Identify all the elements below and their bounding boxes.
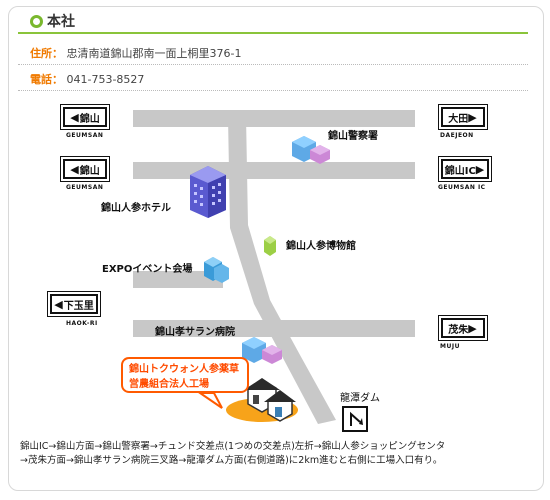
sign-hagori: ◀ 下玉里 <box>50 294 98 314</box>
directions-line2: →茂朱方面→錦山孝サラン病院三叉路→龍潭ダム方面(右側道路)に2km進むと右側に… <box>20 455 443 466</box>
directions-line1: 錦山IC→錦山方面→錦山警察署→チュンド交差点(1つめの交差点)左折→錦山人参シ… <box>20 441 446 452</box>
label-hospital: 錦山孝サラン病院 <box>155 327 235 338</box>
arrow-right-icon: ▶ <box>468 321 477 335</box>
arrow-right-icon: ▶ <box>475 162 485 176</box>
sign-sub-geumsan-ic: GEUMSAN IC <box>438 184 486 191</box>
sign-geumsan-ic: 錦山IC ▶ <box>441 159 489 179</box>
sign-geumsan-mid: ◀ 錦山 <box>63 159 107 179</box>
sign-sub-geumsan-top: GEUMSAN <box>66 132 104 139</box>
phone-row: 電話： 041-753-8527 <box>30 71 144 87</box>
callout-line2: 営農組合法人工場 <box>129 379 209 390</box>
address-label: 住所： <box>30 47 63 60</box>
sign-geumsan-top: ◀ 錦山 <box>63 107 107 127</box>
address-value: 忠清南道錦山郡南一面上桐里376-1 <box>66 47 242 60</box>
police-station-building <box>292 136 330 164</box>
phone-label: 電話： <box>30 73 63 86</box>
roads <box>133 110 415 424</box>
sign-sub-muju: MUJU <box>440 343 460 350</box>
arrow-left-icon: ◀ <box>70 110 79 124</box>
road-horizontal-1 <box>133 110 415 127</box>
factory-marker <box>226 378 298 422</box>
sign-sub-daejeon: DAEJEON <box>440 132 474 139</box>
hotel-building <box>190 166 226 218</box>
dotted-divider <box>18 64 528 65</box>
museum-building <box>264 236 276 256</box>
road-main-diagonal <box>228 116 336 424</box>
sign-sub-geumsan-mid: GEUMSAN <box>66 184 104 191</box>
callout-pointer <box>196 392 223 409</box>
factory-callout: 錦山トクウォン人参薬草 営農組合法人工場 <box>121 357 249 393</box>
hospital-building <box>242 337 282 364</box>
phone-value: 041-753-8527 <box>66 73 145 86</box>
label-dam: 龍潭ダム <box>340 393 380 404</box>
sign-daejeon: 大田 ▶ <box>441 107 485 127</box>
address-row: 住所： 忠清南道錦山郡南一面上桐里376-1 <box>30 45 241 61</box>
directions-text: 錦山IC→錦山方面→錦山警察署→チュンド交差点(1つめの交差点)左折→錦山人参シ… <box>20 440 535 468</box>
sign-label: 大田 <box>448 113 469 125</box>
header-divider <box>18 32 528 34</box>
callout-line1: 錦山トクウォン人参薬草 <box>129 364 239 375</box>
sign-sub-hagori: HAOK-RI <box>66 320 98 327</box>
dam-turn-sign <box>342 406 368 432</box>
sign-label: 錦山IC <box>444 165 476 177</box>
sign-label: 錦山 <box>79 113 100 125</box>
expo-building <box>204 257 229 283</box>
label-police-station: 錦山警察署 <box>328 131 378 142</box>
sign-label: 錦山 <box>79 165 100 177</box>
circle-bullet-icon <box>30 14 43 28</box>
sign-label: 茂朱 <box>448 324 469 336</box>
sign-muju: 茂朱 ▶ <box>441 318 485 338</box>
label-hotel: 錦山人参ホテル <box>101 203 171 214</box>
arrow-left-icon: ◀ <box>54 297 63 311</box>
label-expo: EXPOイベント会場 <box>102 264 193 275</box>
label-museum: 錦山人参博物館 <box>286 241 356 252</box>
section-header: 本社 <box>30 11 75 31</box>
arrow-right-icon: ▶ <box>468 110 477 124</box>
road-expo <box>133 271 223 288</box>
road-horizontal-2 <box>133 162 415 179</box>
sign-label: 下玉里 <box>63 300 94 312</box>
dotted-divider <box>18 90 528 91</box>
section-title: 本社 <box>47 14 75 30</box>
arrow-left-icon: ◀ <box>70 162 79 176</box>
